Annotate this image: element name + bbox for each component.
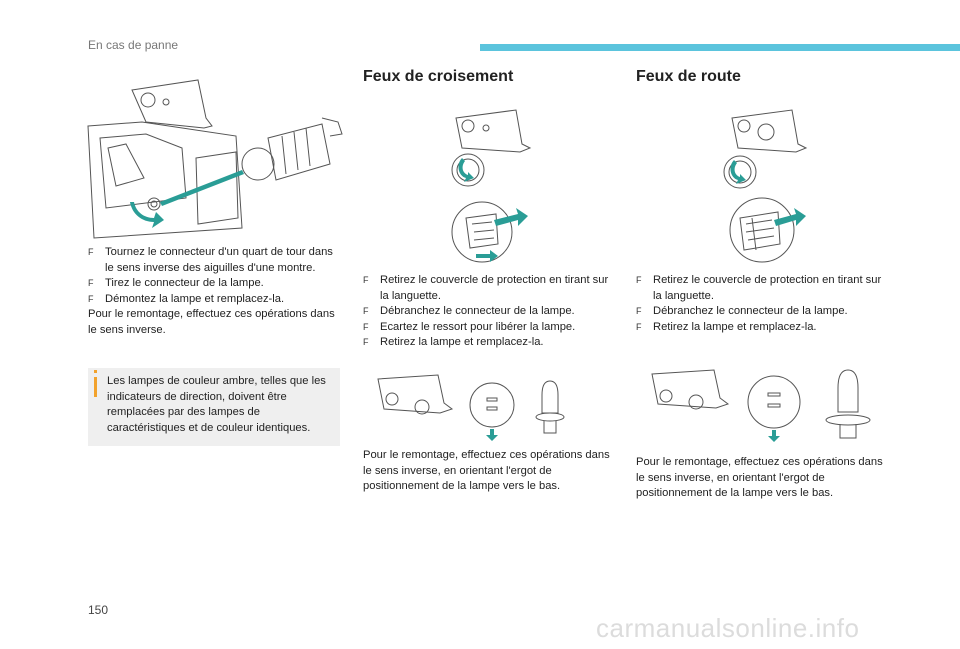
- headlamp-connector-illustration: [87, 79, 343, 239]
- bullet-icon: F: [88, 278, 94, 288]
- high-beam-lamp-illustration: [651, 369, 871, 442]
- high-beam-refit-text: Pour le remontage, effectuez ces opérati…: [636, 456, 883, 499]
- low-beam-lamp-illustration: [377, 374, 565, 441]
- header-accent-bar: [480, 44, 960, 51]
- low-beam-refit: Pour le remontage, effectuez ces opérati…: [363, 448, 613, 495]
- low-beam-cover-illustration: [451, 109, 532, 263]
- page-number: 150: [88, 603, 109, 617]
- bullet-icon: F: [636, 275, 642, 285]
- bullet-icon: F: [363, 275, 369, 285]
- info-icon-dot: [94, 370, 97, 373]
- high-beam-heading: Feux de route: [636, 68, 741, 85]
- section-title: En cas de panne: [88, 38, 179, 52]
- high-beam-refit: Pour le remontage, effectuez ces opérati…: [636, 455, 886, 502]
- high-beam-cover-illustration: [723, 109, 808, 263]
- low-beam-heading: Feux de croisement: [363, 68, 514, 85]
- low-beam-refit-text: Pour le remontage, effectuez ces opérati…: [363, 449, 610, 492]
- watermark: carmanualsonline.info: [596, 613, 860, 643]
- info-note-text: Les lampes de couleur ambre, telles que …: [107, 375, 326, 434]
- bullet-icon: F: [88, 247, 94, 257]
- info-note: Les lampes de couleur ambre, telles que …: [88, 368, 340, 446]
- bullet-icon: F: [363, 321, 369, 332]
- bullet-icon: F: [363, 337, 369, 347]
- info-icon: [94, 377, 97, 397]
- bullet-icon: F: [88, 293, 94, 304]
- bullet-icon: F: [363, 306, 369, 316]
- bullet-icon: F: [636, 306, 642, 316]
- left-refit-text: Pour le remontage, effectuez ces opérati…: [88, 308, 335, 336]
- bullet-icon: F: [636, 321, 642, 332]
